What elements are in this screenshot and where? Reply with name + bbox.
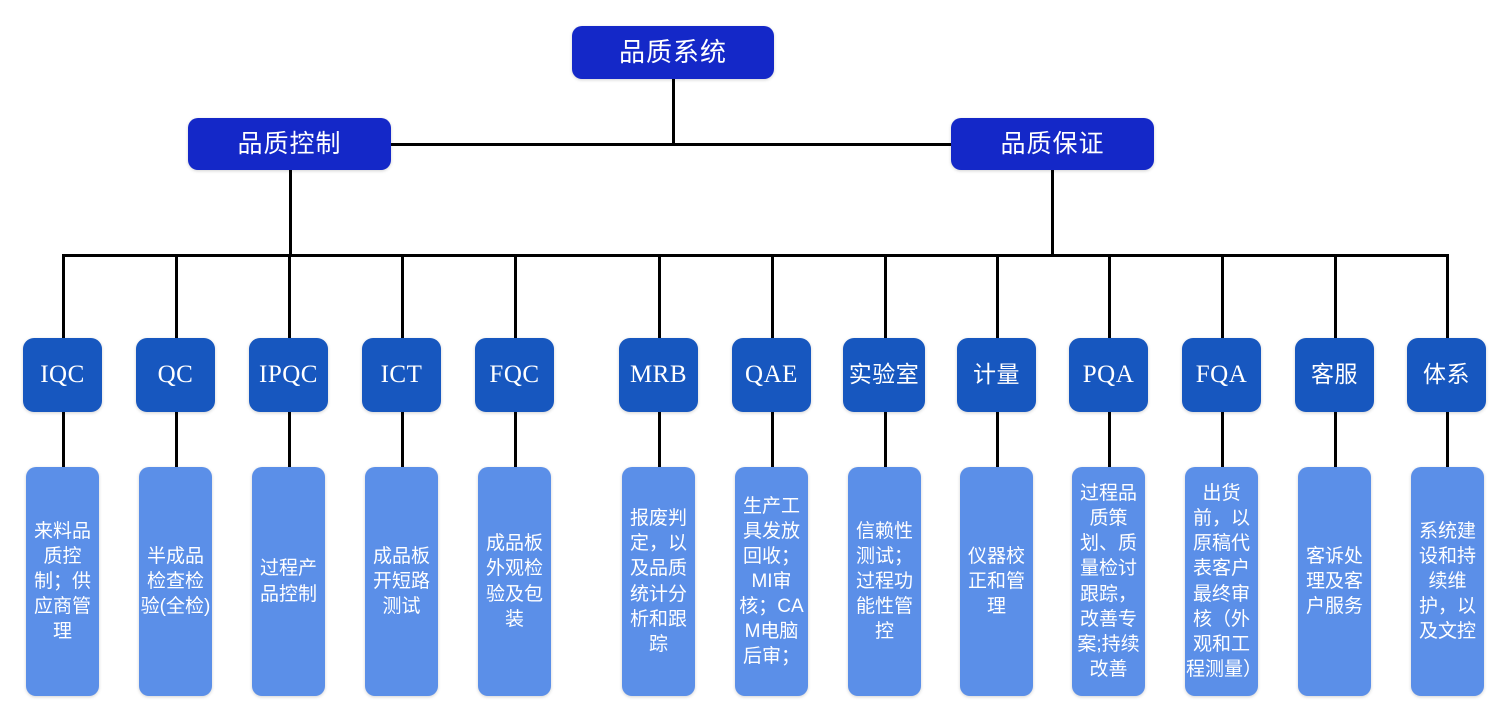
node-dept-qae[interactable]: QAE	[732, 338, 811, 412]
node-dept-metrology[interactable]: 计量	[957, 338, 1036, 412]
node-dept-fqc[interactable]: FQC	[475, 338, 554, 412]
node-desc-pqa[interactable]: 过程品质策划、质量检讨跟踪，改善专案;持续改善	[1072, 467, 1145, 696]
connector-drop-system	[1446, 254, 1449, 339]
node-desc-iqc[interactable]: 来料品质控制；供应商管理	[26, 467, 99, 696]
node-desc-system-text: 系统建设和持续维护，以及文控	[1418, 520, 1476, 643]
connector-drop-ipqc	[288, 254, 291, 339]
connector-desc-fqc	[514, 412, 517, 468]
node-branch-quality-assurance[interactable]: 品质保证	[951, 118, 1154, 170]
connector-desc-system	[1446, 412, 1449, 468]
connector-drop-qae	[771, 254, 774, 339]
connector-desc-ict	[401, 412, 404, 468]
node-desc-fqa[interactable]: 出货前，以原稿代表客户最终审核（外观和工程测量）	[1185, 467, 1263, 696]
connector-drop-fqc	[514, 254, 517, 339]
node-desc-customer-service[interactable]: 客诉处理及客户服务	[1298, 467, 1371, 696]
node-dept-ict[interactable]: ICT	[362, 338, 441, 412]
connector-root-stem	[672, 78, 675, 144]
connector-desc-qc	[175, 412, 178, 468]
connector-drop-qc	[175, 254, 178, 339]
connector-drop-ict	[401, 254, 404, 339]
connector-qc-stem	[289, 170, 292, 256]
node-dept-pqa[interactable]: PQA	[1069, 338, 1148, 412]
node-root-quality-system[interactable]: 品质系统	[572, 26, 774, 79]
node-desc-fqa-text: 出货前，以原稿代表客户最终审核（外观和工程测量）	[1186, 483, 1263, 680]
node-desc-fqc-text: 成品板外观检验及包装	[485, 533, 543, 630]
node-desc-ipqc-text: 过程产品控制	[259, 558, 317, 605]
node-desc-ict[interactable]: 成品板开短路测试	[365, 467, 438, 696]
connector-desc-metrology	[996, 412, 999, 468]
connector-desc-ipqc	[288, 412, 291, 468]
connector-drop-metrology	[996, 254, 999, 339]
connector-desc-lab	[884, 412, 887, 468]
node-desc-customer-service-text: 客诉处理及客户服务	[1305, 545, 1363, 618]
node-desc-qc[interactable]: 半成品检查检验(全检)	[139, 467, 212, 696]
node-dept-ipqc[interactable]: IPQC	[249, 338, 328, 412]
connector-department-bus	[62, 254, 1448, 257]
connector-drop-mrb	[658, 254, 661, 339]
connector-desc-qae	[771, 412, 774, 468]
node-desc-pqa-text: 过程品质策划、质量检讨跟踪，改善专案;持续改善	[1077, 483, 1140, 680]
node-dept-qc[interactable]: QC	[136, 338, 215, 412]
node-desc-metrology-text: 仪器校正和管理	[967, 545, 1025, 618]
node-desc-system[interactable]: 系统建设和持续维护，以及文控	[1411, 467, 1484, 696]
connector-desc-pqa	[1108, 412, 1111, 468]
node-desc-ipqc[interactable]: 过程产品控制	[252, 467, 325, 696]
node-desc-laboratory-text: 信赖性测试；过程功能性管控	[855, 520, 913, 643]
connector-drop-cs	[1334, 254, 1337, 339]
node-dept-laboratory[interactable]: 实验室	[843, 338, 925, 412]
connector-drop-iqc	[62, 254, 65, 339]
node-dept-system[interactable]: 体系	[1407, 338, 1486, 412]
connector-drop-lab	[884, 254, 887, 339]
node-desc-mrb-text: 报废判定，以及品质统计分析和跟踪	[629, 508, 687, 655]
node-desc-qc-text: 半成品检查检验(全检)	[140, 545, 211, 618]
connector-drop-pqa	[1108, 254, 1111, 339]
node-desc-ict-text: 成品板开短路测试	[372, 545, 430, 618]
node-desc-qae[interactable]: 生产工具发放回收；MI审核；CAM电脑后审；	[735, 467, 808, 696]
node-desc-qae-text: 生产工具发放回收；MI审核；CAM电脑后审；	[739, 495, 804, 668]
node-desc-laboratory[interactable]: 信赖性测试；过程功能性管控	[848, 467, 921, 696]
node-branch-quality-control[interactable]: 品质控制	[188, 118, 391, 170]
connector-qa-stem	[1051, 170, 1054, 256]
node-dept-iqc[interactable]: IQC	[23, 338, 102, 412]
connector-desc-cs	[1334, 412, 1337, 468]
node-desc-mrb[interactable]: 报废判定，以及品质统计分析和跟踪	[622, 467, 695, 696]
node-desc-fqc[interactable]: 成品板外观检验及包装	[478, 467, 551, 696]
connector-desc-fqa	[1221, 412, 1224, 468]
connector-desc-iqc	[62, 412, 65, 468]
connector-desc-mrb	[658, 412, 661, 468]
node-dept-customer-service[interactable]: 客服	[1295, 338, 1374, 412]
node-dept-fqa[interactable]: FQA	[1182, 338, 1261, 412]
node-desc-iqc-text: 来料品质控制；供应商管理	[33, 520, 91, 643]
node-dept-mrb[interactable]: MRB	[619, 338, 698, 412]
node-desc-metrology[interactable]: 仪器校正和管理	[960, 467, 1033, 696]
connector-drop-fqa	[1221, 254, 1224, 339]
connector-branch-bus	[290, 143, 1054, 146]
